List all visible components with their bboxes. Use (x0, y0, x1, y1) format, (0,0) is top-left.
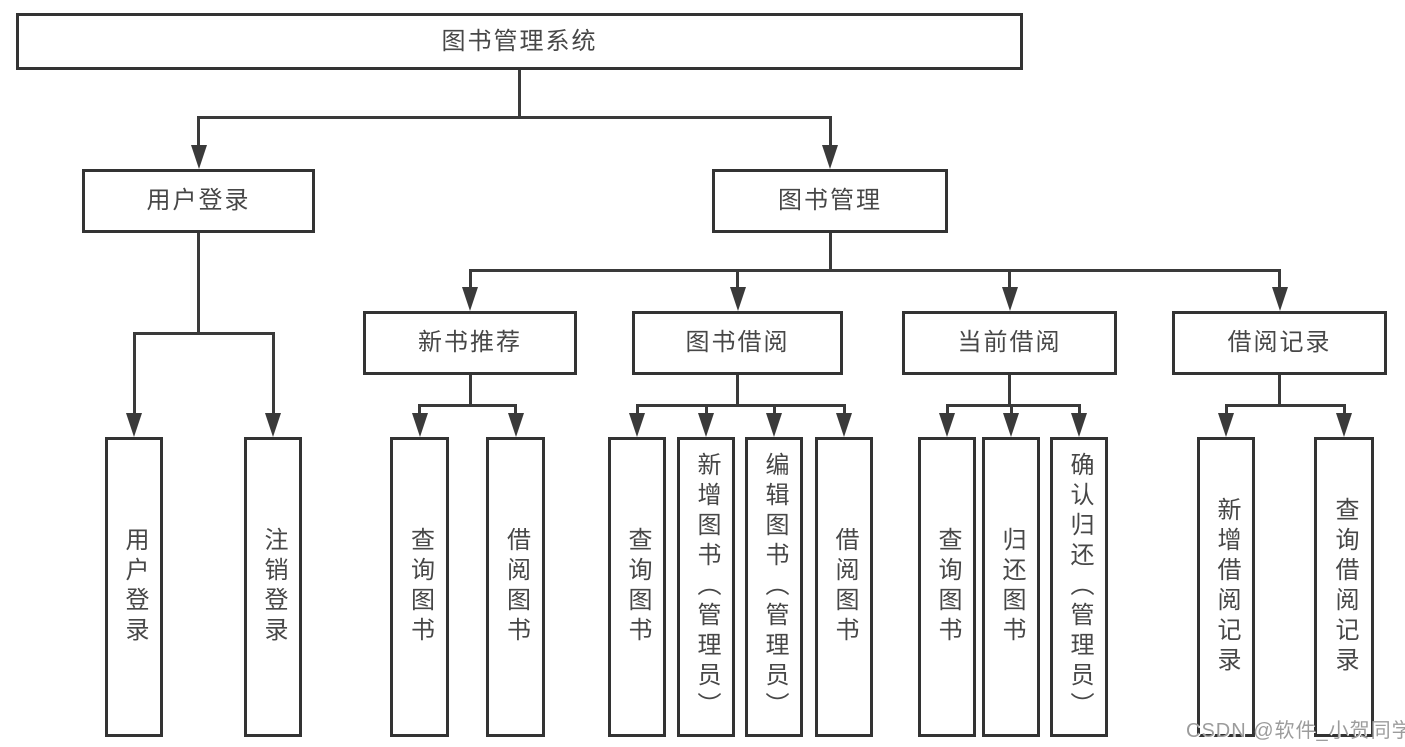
node-label-leaf-nb-borrow: 借阅图书 (502, 527, 530, 647)
edge-branch-book-mgmt (468, 269, 1281, 272)
arrowhead-new-books (462, 287, 478, 311)
csdn-watermark: CSDN @软件_小贺同学 (1186, 720, 1405, 742)
node-label-leaf-bb-query: 查询图书 (624, 527, 651, 647)
node-label-leaf-cb-return: 归还图书 (998, 527, 1025, 647)
arrowhead-borrow-records (1271, 287, 1288, 311)
edge-stem-new-books (468, 375, 472, 407)
edge-stem-book-mgmt (828, 233, 832, 272)
node-label-leaf-cb-confirm: 确认归还（管理员） (1066, 452, 1093, 722)
node-borrow-records: 借阅记录 (1172, 311, 1387, 375)
arrowhead-book-borrow (729, 287, 746, 311)
node-leaf-bb-query: 查询图书 (608, 437, 666, 737)
node-label-leaf-bb-add: 新增图书（管理员） (693, 452, 720, 722)
node-label-borrow-records: 借阅记录 (1227, 329, 1332, 356)
node-book-mgmt: 图书管理 (712, 169, 948, 233)
arrowhead-leaf-nb-borrow (507, 413, 524, 437)
edge-drop-leaf-user-login (132, 335, 136, 419)
edge-drop-leaf-logout (271, 335, 275, 419)
node-label-leaf-nb-query: 查询图书 (406, 527, 434, 647)
arrowhead-leaf-nb-query (411, 413, 428, 437)
node-root: 图书管理系统 (16, 13, 1023, 70)
node-leaf-bb-borrow: 借阅图书 (815, 437, 873, 737)
node-label-leaf-bb-edit: 编辑图书（管理员） (761, 452, 788, 722)
node-label-leaf-user-login: 用户登录 (121, 527, 148, 647)
edge-stem-borrow-records (1278, 375, 1281, 407)
node-label-leaf-bb-borrow: 借阅图书 (831, 527, 858, 647)
node-leaf-cb-return: 归还图书 (982, 437, 1040, 737)
arrowhead-leaf-br-add (1218, 413, 1234, 437)
edge-branch-current-borrow (945, 404, 1081, 407)
node-current-borrow: 当前借阅 (902, 311, 1117, 375)
node-label-current-borrow: 当前借阅 (957, 329, 1062, 356)
arrowhead-current-borrow (1001, 287, 1018, 311)
edge-drop-new-books (468, 272, 472, 293)
node-label-leaf-br-query: 查询借阅记录 (1331, 497, 1358, 677)
edge-drop-user-login (197, 119, 200, 151)
arrowhead-leaf-logout (265, 413, 281, 437)
edge-branch-book-borrow (635, 404, 846, 407)
edge-stem-book-borrow (736, 375, 739, 407)
node-new-books: 新书推荐 (363, 311, 577, 375)
node-leaf-nb-query: 查询图书 (390, 437, 449, 737)
edge-drop-book-mgmt (828, 119, 832, 151)
node-user-login: 用户登录 (82, 169, 315, 233)
edge-stem-current-borrow (1008, 375, 1011, 407)
edge-branch-new-books (418, 404, 517, 407)
edge-drop-current-borrow (1008, 272, 1011, 293)
edge-branch-root (197, 116, 832, 119)
node-book-borrow: 图书借阅 (632, 311, 843, 375)
arrowhead-leaf-bb-query (629, 413, 645, 437)
arrowhead-leaf-bb-add (698, 413, 714, 437)
edge-branch-user-login (132, 332, 275, 335)
arrowhead-leaf-bb-edit (766, 413, 782, 437)
node-leaf-bb-edit: 编辑图书（管理员） (745, 437, 803, 737)
node-label-book-borrow: 图书借阅 (685, 329, 790, 356)
node-label-new-books: 新书推荐 (418, 329, 522, 356)
node-label-leaf-br-add: 新增借阅记录 (1213, 497, 1240, 677)
node-leaf-nb-borrow: 借阅图书 (486, 437, 545, 737)
edge-stem-user-login (197, 233, 200, 335)
node-leaf-cb-query: 查询图书 (918, 437, 976, 737)
edge-drop-borrow-records (1278, 272, 1281, 293)
node-label-leaf-logout: 注销登录 (260, 527, 287, 647)
node-leaf-cb-confirm: 确认归还（管理员） (1050, 437, 1108, 737)
node-leaf-br-add: 新增借阅记录 (1197, 437, 1255, 737)
edge-stem-root (518, 70, 521, 119)
node-label-user-login: 用户登录 (146, 187, 251, 214)
node-label-leaf-cb-query: 查询图书 (934, 527, 961, 647)
node-leaf-br-query: 查询借阅记录 (1314, 437, 1374, 737)
arrowhead-leaf-bb-borrow (836, 413, 852, 437)
arrowhead-book-mgmt (822, 145, 838, 169)
arrowhead-leaf-br-query (1336, 413, 1352, 437)
node-leaf-bb-add: 新增图书（管理员） (677, 437, 735, 737)
arrowhead-user-login (190, 145, 207, 169)
arrowhead-leaf-cb-confirm (1071, 413, 1087, 437)
node-label-root: 图书管理系统 (441, 27, 598, 55)
node-leaf-logout: 注销登录 (244, 437, 302, 737)
edge-branch-borrow-records (1224, 404, 1346, 407)
arrowhead-leaf-user-login (126, 413, 142, 437)
arrowhead-leaf-cb-query (939, 413, 955, 437)
node-leaf-user-login: 用户登录 (105, 437, 163, 737)
edge-drop-book-borrow (736, 272, 739, 293)
arrowhead-leaf-cb-return (1003, 413, 1019, 437)
node-label-book-mgmt: 图书管理 (778, 187, 882, 214)
